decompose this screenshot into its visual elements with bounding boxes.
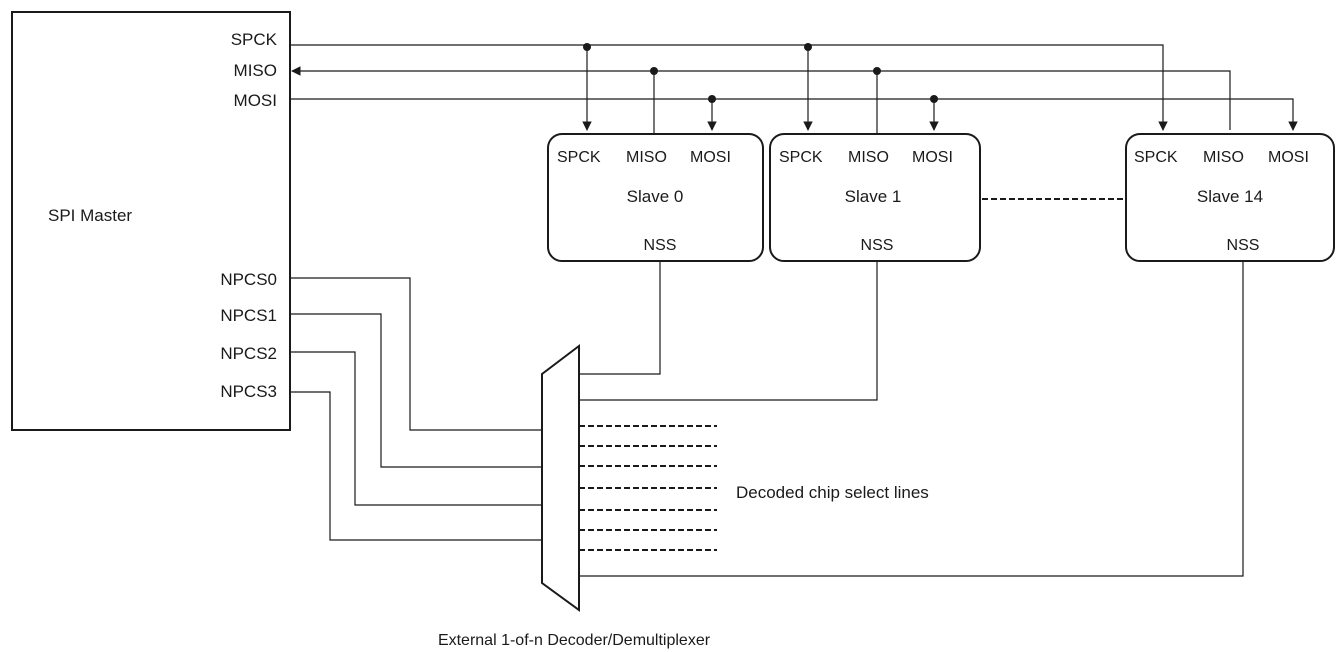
slave-0-box: [547, 133, 764, 262]
master-pin-miso: MISO: [234, 61, 277, 80]
slave1-miso-junction: [873, 67, 881, 75]
slave-1: SPCK MISO MOSI Slave 1 NSS: [769, 133, 981, 262]
npcs3-wire: [290, 391, 542, 541]
slave-14-pin-mosi: MOSI: [1268, 149, 1309, 166]
slave-14-pin-miso: MISO: [1203, 149, 1244, 166]
miso-bus-wire: [291, 66, 1231, 130]
slave-0-pin-spck: SPCK: [557, 149, 601, 166]
mosi-bus-wire: [290, 98, 1298, 131]
slave-1-pin-miso: MISO: [848, 149, 889, 166]
slave0-spck-junction: [583, 43, 591, 51]
slave-1-pin-spck: SPCK: [779, 149, 823, 166]
slave1-spck-junction: [804, 43, 812, 51]
master-pin-npcs1: NPCS1: [220, 306, 277, 325]
decoder-demux: [541, 343, 580, 612]
slave-14: SPCK MISO MOSI Slave 14 NSS: [1125, 133, 1335, 262]
slave1-mosi-junction: [930, 95, 938, 103]
spi-master-box: [11, 11, 291, 431]
spi-master-title: SPI Master: [48, 206, 132, 225]
master-pin-spck: SPCK: [231, 30, 278, 49]
slave-1-pin-nss: NSS: [861, 237, 894, 254]
slave-14-name: Slave 14: [1197, 187, 1263, 206]
slave-1-box: [769, 133, 981, 262]
slave14-nss-wire: [579, 261, 1244, 577]
slave-14-box: [1125, 133, 1335, 262]
npcs0-wire: [290, 277, 542, 431]
slave-0: SPCK MISO MOSI Slave 0 NSS: [547, 133, 764, 262]
slave0-miso-junction: [650, 67, 658, 75]
master-pin-npcs3: NPCS3: [220, 382, 277, 401]
slave1-nss-wire: [579, 261, 878, 401]
spck-bus-wire: [290, 44, 1168, 131]
decoded-lines-label: Decoded chip select lines: [736, 483, 929, 502]
slave-1-name: Slave 1: [845, 187, 902, 206]
slave-0-pin-miso: MISO: [626, 149, 667, 166]
master-pin-npcs2: NPCS2: [220, 344, 277, 363]
npcs1-wire: [290, 313, 542, 468]
slave-1-pin-mosi: MOSI: [912, 149, 953, 166]
decoder-caption: External 1-of-n Decoder/Demultiplexer: [438, 632, 711, 649]
slave-14-pin-spck: SPCK: [1134, 149, 1178, 166]
slave-0-name: Slave 0: [627, 187, 684, 206]
slave0-nss-wire: [579, 261, 661, 375]
slave-0-pin-nss: NSS: [644, 237, 677, 254]
master-pin-npcs0: NPCS0: [220, 270, 277, 289]
slave-14-pin-nss: NSS: [1227, 237, 1260, 254]
master-pin-mosi: MOSI: [234, 91, 277, 110]
slave0-mosi-junction: [708, 95, 716, 103]
npcs2-wire: [290, 351, 542, 506]
slave-0-pin-mosi: MOSI: [690, 149, 731, 166]
